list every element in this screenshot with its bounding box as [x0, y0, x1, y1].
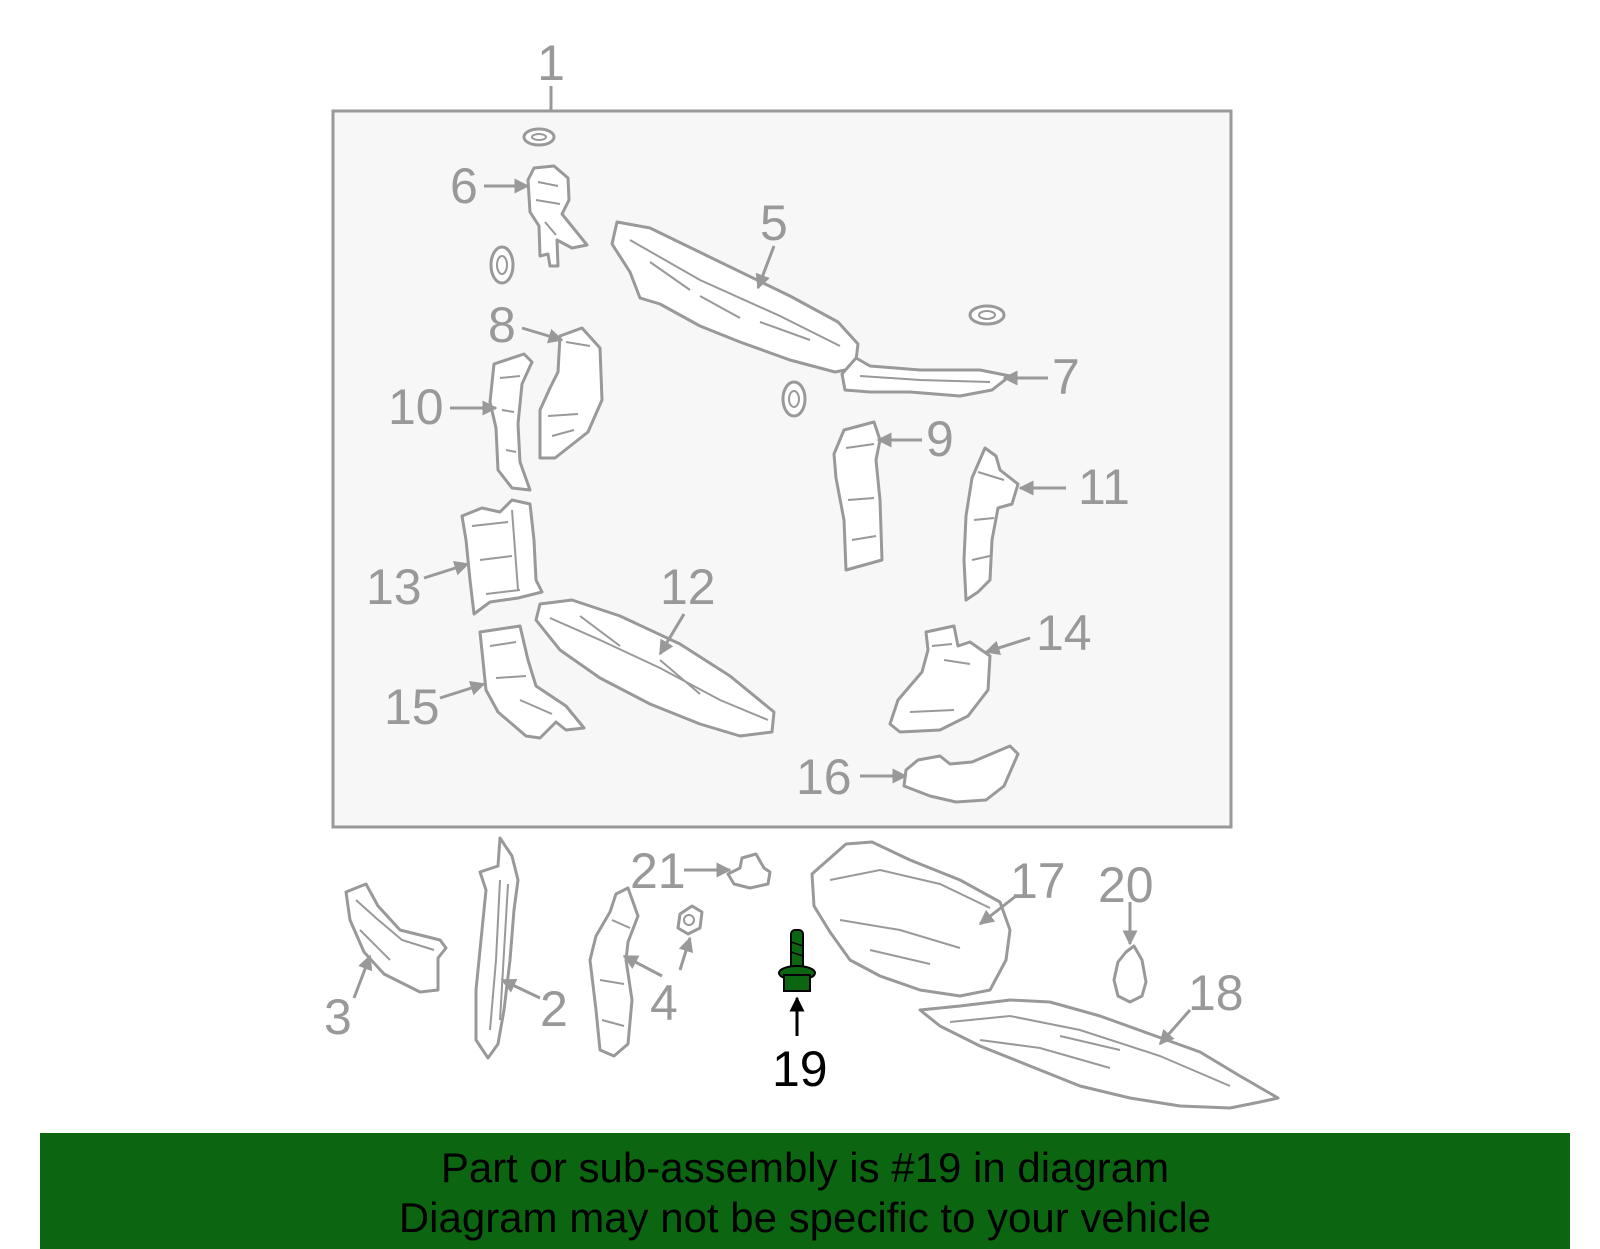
- callout-5: 5: [760, 195, 788, 251]
- callout-15: 15: [384, 679, 440, 735]
- callout-7: 7: [1052, 349, 1080, 405]
- callout-16: 16: [796, 749, 852, 805]
- callout-4: 4: [650, 975, 678, 1031]
- washer-top: [522, 127, 556, 147]
- part-11: [962, 446, 1020, 602]
- part-14: [888, 624, 992, 734]
- leader-lines: [352, 178, 1192, 1046]
- callout-10: 10: [388, 379, 444, 435]
- part-6: [526, 164, 589, 268]
- part-10: [488, 352, 534, 492]
- washer-center: [781, 380, 807, 418]
- part-3: [344, 882, 448, 994]
- part-7: [840, 356, 1012, 398]
- part-5: [610, 220, 860, 374]
- part-17: [810, 840, 1012, 998]
- callout-14: 14: [1036, 605, 1092, 661]
- callout-11: 11: [1078, 459, 1130, 515]
- part-19-bolt: [778, 929, 816, 992]
- part-18: [918, 998, 1280, 1110]
- washer-left: [489, 245, 515, 285]
- banner-line-disclaimer: Diagram may not be specific to your vehi…: [398, 1194, 1212, 1241]
- assembly-box: [331, 109, 1233, 829]
- callout-1: 1: [537, 35, 565, 91]
- part-8: [538, 326, 604, 460]
- callout-6: 6: [450, 158, 478, 214]
- callout-3: 3: [324, 989, 352, 1045]
- callout-19: 19: [772, 1041, 828, 1097]
- part-13: [460, 498, 544, 616]
- callout-13: 13: [366, 559, 422, 615]
- callout-17: 17: [1010, 853, 1066, 909]
- parts-diagram: 1 6 5 8 7 10 9 11 13 12 14 15 16 21 17 2…: [324, 35, 1280, 1110]
- callout-2: 2: [540, 981, 568, 1037]
- part-16: [902, 744, 1020, 804]
- callout-9: 9: [926, 411, 954, 467]
- callout-12: 12: [660, 559, 716, 615]
- callout-21: 21: [630, 843, 686, 899]
- banner-line-part: Part or sub-assembly is #19 in diagram: [440, 1144, 1170, 1191]
- part-4: [588, 886, 640, 1058]
- callout-20: 20: [1098, 857, 1154, 913]
- part-2: [474, 836, 520, 1060]
- part-21: [726, 852, 772, 890]
- washer-right: [968, 304, 1006, 326]
- push-clip: [676, 904, 704, 936]
- callout-8: 8: [488, 297, 516, 353]
- callout-18: 18: [1188, 965, 1244, 1021]
- part-12: [534, 598, 776, 738]
- part-15: [478, 624, 586, 740]
- part-9: [832, 420, 884, 572]
- info-banner: Part or sub-assembly is #19 in diagram D…: [40, 1133, 1570, 1249]
- part-20: [1112, 944, 1148, 1004]
